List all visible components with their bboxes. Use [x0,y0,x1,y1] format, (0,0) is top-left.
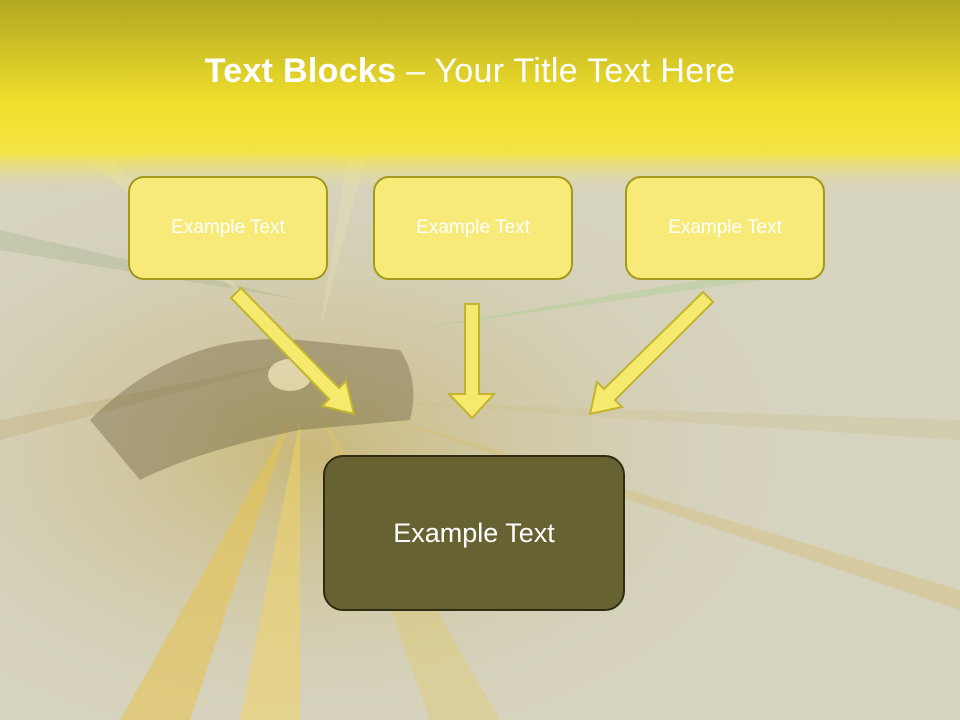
title-bold-part: Text Blocks [204,52,397,90]
text-block-2[interactable]: Example Text [373,176,573,280]
text-block-2-label: Example Text [416,217,530,238]
arrow-left [229,286,356,416]
main-text-block[interactable]: Example Text [323,455,625,611]
main-text-block-label: Example Text [393,517,555,548]
text-block-1[interactable]: Example Text [128,176,328,280]
arrow-right [588,290,715,416]
text-block-3[interactable]: Example Text [625,176,825,280]
title-rest-part: Your Title Text Here [434,52,736,90]
arrow-center [446,303,497,420]
text-block-3-label: Example Text [668,217,782,238]
text-block-1-label: Example Text [171,217,285,238]
title-separator: – [396,52,435,90]
slide-title: Text Blocks – Your Title Text Here [0,52,940,91]
